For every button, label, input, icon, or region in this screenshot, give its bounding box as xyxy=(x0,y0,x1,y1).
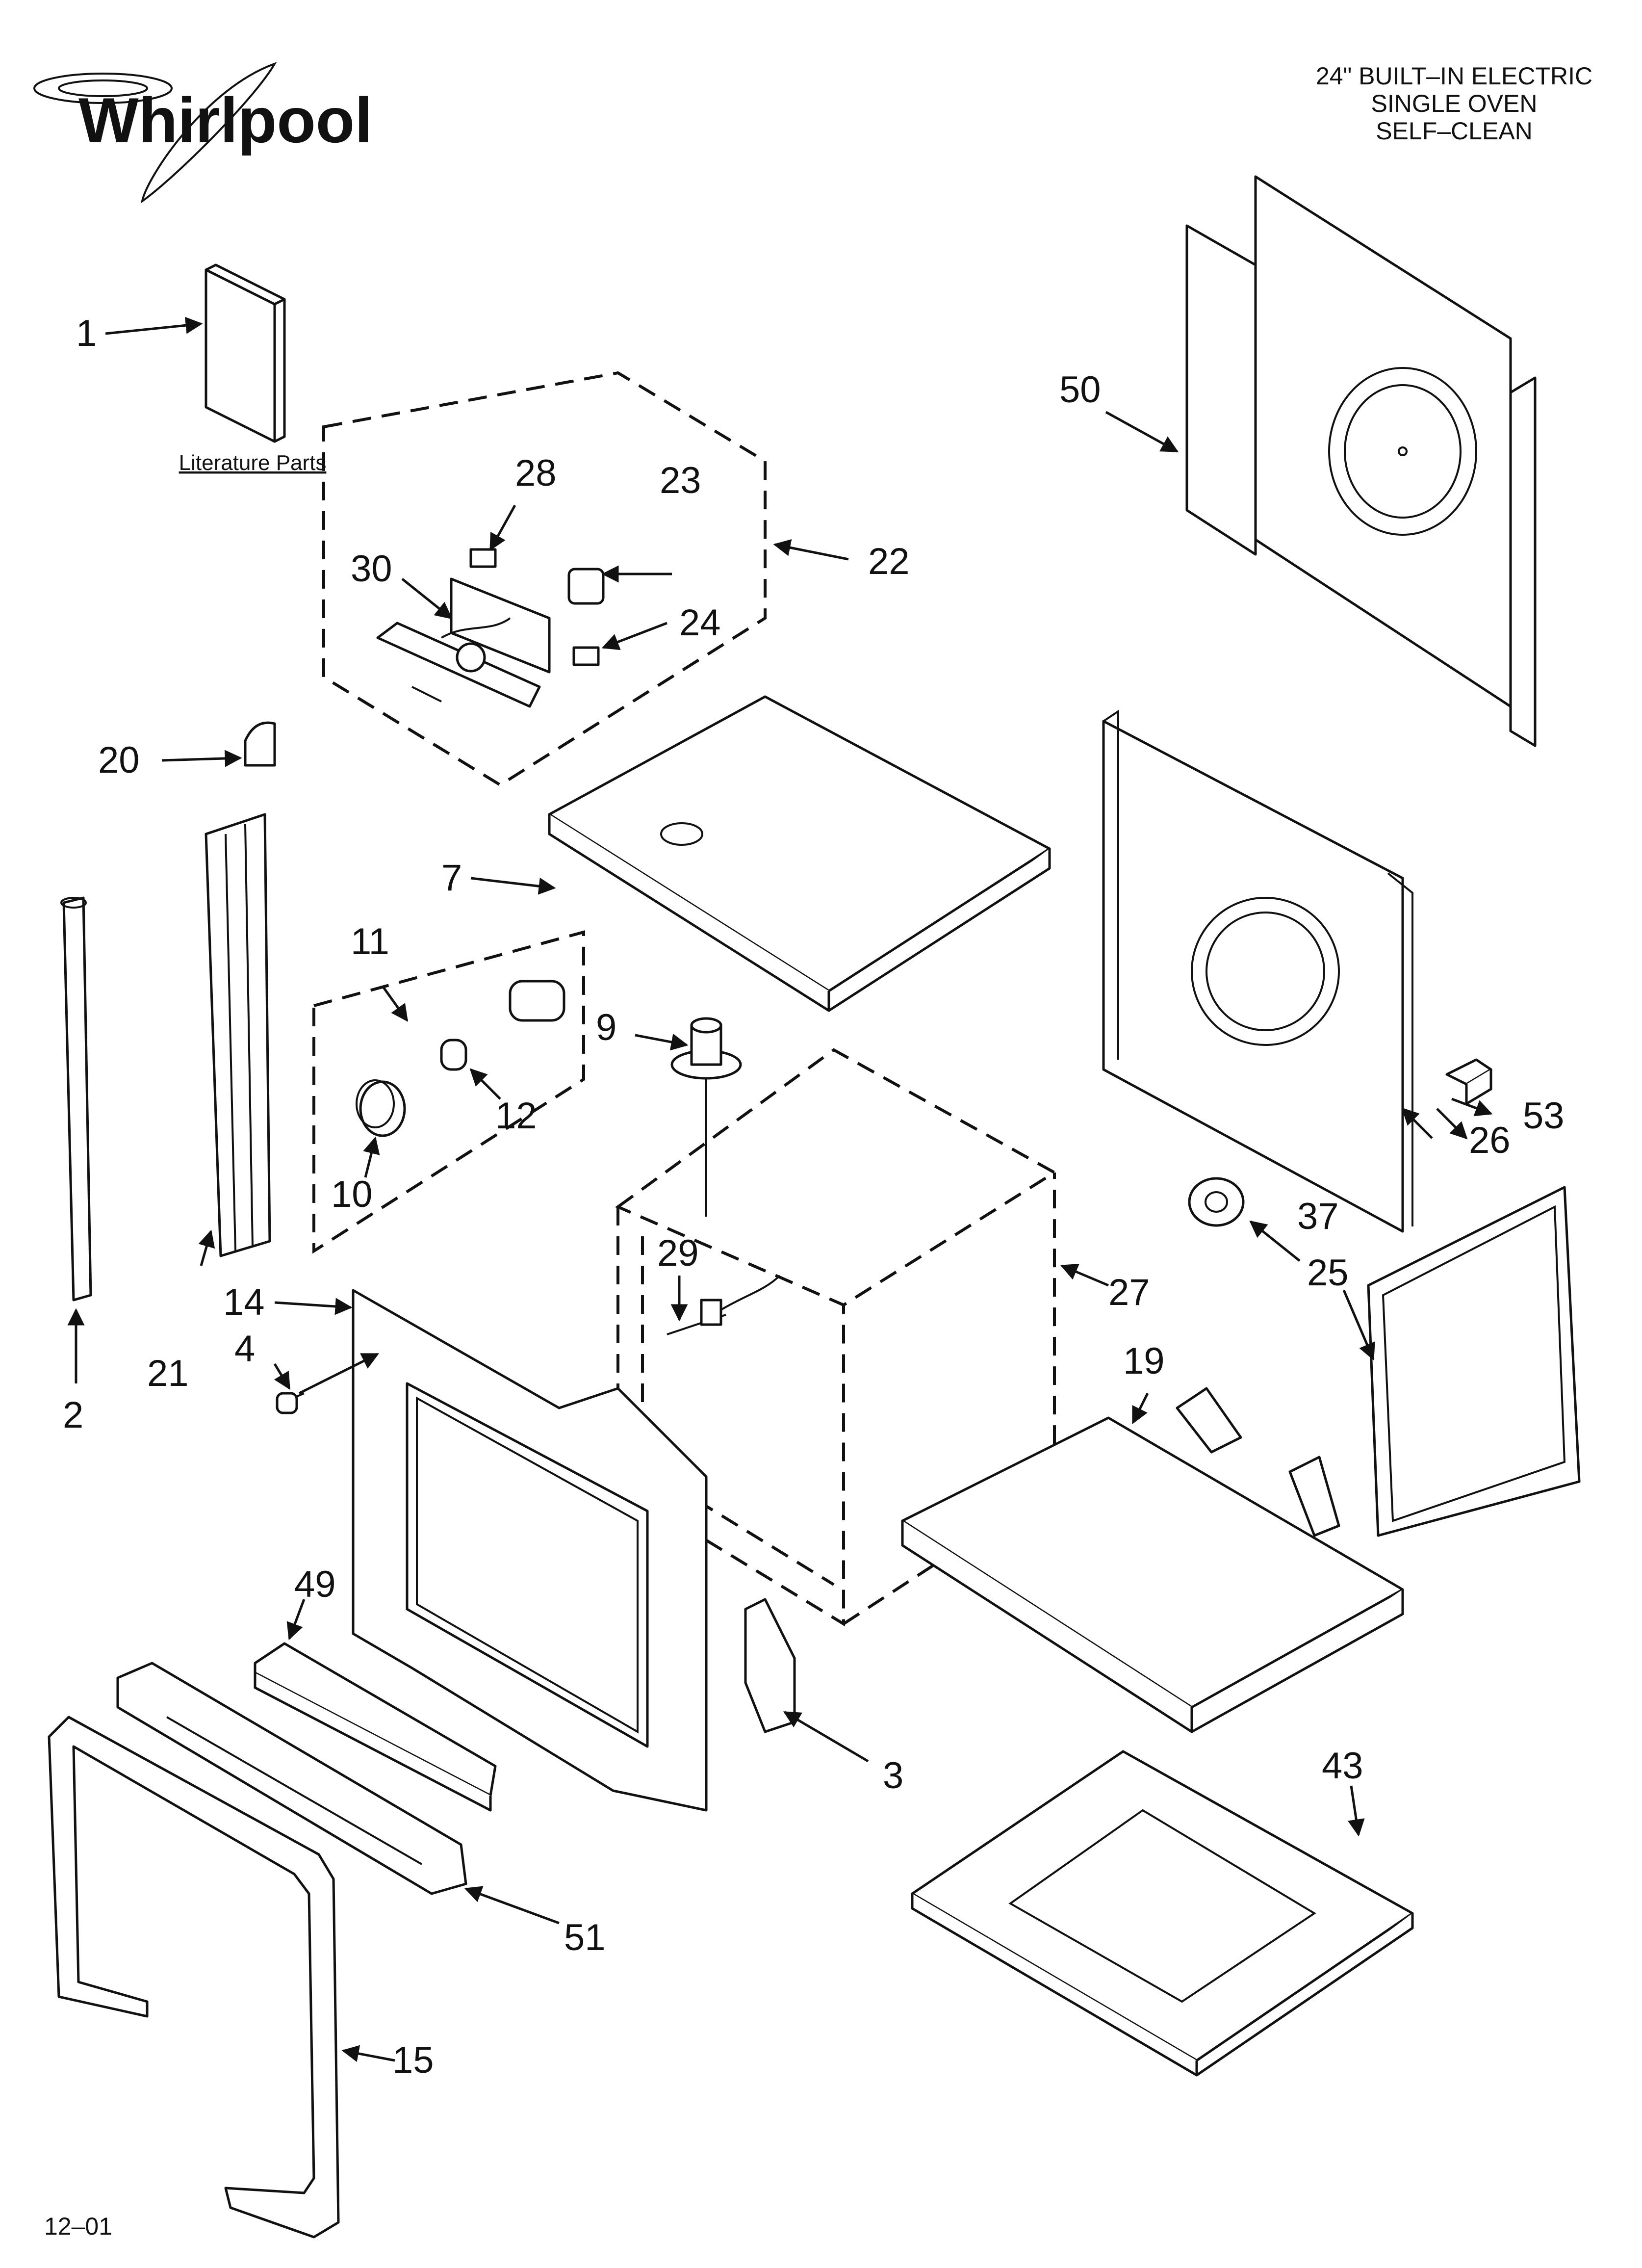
part-15-gasket[interactable] xyxy=(48,1716,340,2239)
callout-29: 29 xyxy=(657,1232,699,1274)
part-29-probe[interactable] xyxy=(667,1275,781,1335)
part-12-stem[interactable] xyxy=(440,1039,467,1071)
part-14-front-frame[interactable] xyxy=(352,1289,708,1812)
callout-7: 7 xyxy=(441,857,462,899)
part-23-latch-solenoid[interactable] xyxy=(567,568,605,605)
callout-28: 28 xyxy=(515,452,557,494)
part-25-side-shield[interactable] xyxy=(1367,1186,1581,1537)
part-51-vent-grille[interactable] xyxy=(116,1662,467,1895)
callout-23: 23 xyxy=(660,460,701,501)
callout-43: 43 xyxy=(1322,1745,1363,1787)
part-49-vent-trim[interactable] xyxy=(254,1642,497,1812)
literature-parts-label: Literature Parts xyxy=(179,451,327,475)
callout-3: 3 xyxy=(883,1755,903,1797)
callout-12: 12 xyxy=(495,1095,537,1137)
callout-14: 14 xyxy=(223,1281,265,1323)
callout-30: 30 xyxy=(351,548,392,590)
leader-lines xyxy=(67,316,1493,2062)
callout-53: 53 xyxy=(1523,1095,1565,1137)
title-line-3: SELF–CLEAN xyxy=(1376,117,1533,145)
part-7-top-panel[interactable] xyxy=(548,695,1051,1012)
callout-37: 37 xyxy=(1297,1196,1339,1237)
part-20-clip[interactable] xyxy=(244,721,276,767)
callout-20: 20 xyxy=(98,739,140,781)
callout-50: 50 xyxy=(1059,369,1101,411)
callout-labels: 1 50 22 23 28 30 24 20 7 11 9 12 10 29 2… xyxy=(63,313,1565,2081)
callout-24: 24 xyxy=(679,602,721,644)
part-1-literature[interactable] xyxy=(205,263,286,443)
part-24-terminal[interactable] xyxy=(572,646,600,666)
callout-9: 9 xyxy=(596,1007,616,1048)
title-line-1: 24" BUILT–IN ELECTRIC xyxy=(1316,62,1592,90)
callout-51: 51 xyxy=(564,1917,606,1958)
callout-22: 22 xyxy=(868,541,910,582)
callout-49: 49 xyxy=(294,1564,336,1605)
part-37-thermal-switch[interactable] xyxy=(1188,1177,1245,1227)
part-2-trim-strip[interactable] xyxy=(60,896,92,1302)
part-26-side-panel[interactable] xyxy=(1102,709,1413,1233)
part-3-bracket[interactable] xyxy=(744,1598,796,1733)
brand-wordmark: Whirlpool xyxy=(78,84,372,156)
part-30-wire[interactable] xyxy=(440,617,511,639)
callout-21: 21 xyxy=(147,1353,189,1394)
callout-11: 11 xyxy=(351,921,389,963)
part-53-bracket[interactable] xyxy=(1445,1058,1492,1105)
date-code: 12–01 xyxy=(44,2213,112,2240)
callout-27: 27 xyxy=(1108,1272,1150,1313)
callout-10: 10 xyxy=(331,1173,373,1215)
callout-15: 15 xyxy=(392,2039,434,2081)
part-10-knob[interactable] xyxy=(356,1079,406,1137)
callout-25: 25 xyxy=(1307,1252,1349,1294)
part-28-switch[interactable] xyxy=(469,548,497,568)
title-line-2: SINGLE OVEN xyxy=(1371,90,1538,117)
part-21-side-trim[interactable] xyxy=(205,813,271,1257)
part-9-sensor[interactable] xyxy=(670,1017,742,1217)
part-4-screw[interactable] xyxy=(276,1392,305,1414)
part-43-base-tray[interactable] xyxy=(911,1750,1414,2077)
callout-4: 4 xyxy=(234,1328,255,1370)
callout-19: 19 xyxy=(1123,1340,1165,1382)
callout-2: 2 xyxy=(63,1394,83,1436)
part-11-knob-group[interactable] xyxy=(312,930,585,1254)
callout-26: 26 xyxy=(1469,1120,1511,1161)
part-19-bottom-panel[interactable] xyxy=(901,1387,1404,1733)
part-50-back-panel[interactable] xyxy=(1185,175,1537,747)
whirlpool-logo: Whirlpool xyxy=(33,62,372,204)
part-11-switch[interactable] xyxy=(509,980,565,1022)
callout-1: 1 xyxy=(76,313,97,354)
